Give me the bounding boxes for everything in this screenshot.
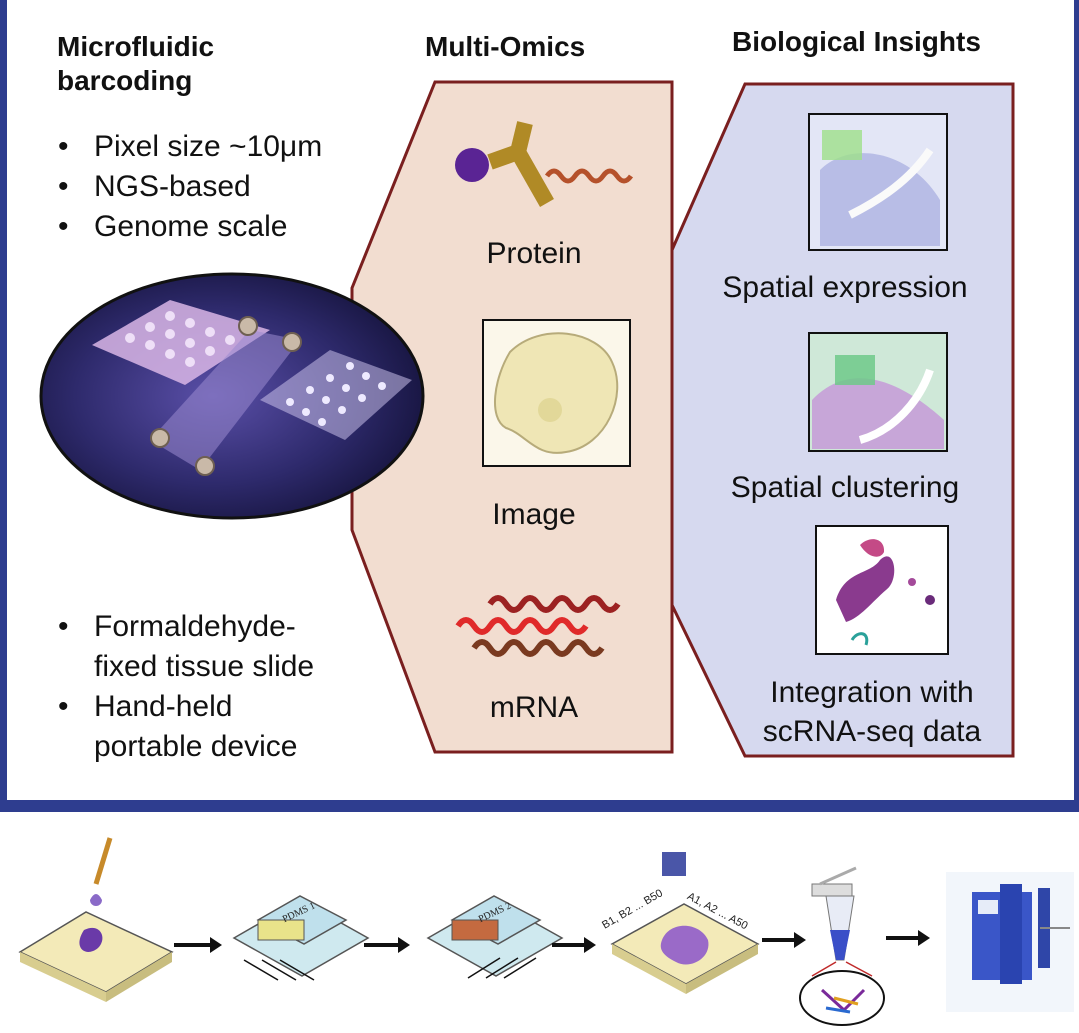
microfluidic-device-photo: [39, 272, 425, 520]
note-line: fixed tissue slide: [94, 650, 315, 683]
sequencer-icon: [946, 872, 1074, 1012]
list-item: NGS-based: [56, 167, 322, 207]
list-item: Hand-held portable device: [56, 687, 314, 767]
spatial-expression-image: [808, 113, 948, 251]
arrow-icon: [552, 937, 596, 953]
biological-insights-title: Biological Insights: [732, 26, 981, 57]
list-item: Formaldehyde- fixed tissue slide: [56, 607, 314, 687]
omics-label-image: Image: [492, 498, 576, 531]
insight-label-spatial-clustering: Spatial clustering: [730, 471, 960, 504]
tube-icon: [811, 866, 857, 961]
workflow-step-tissue-slide: [18, 911, 174, 1002]
microfluidic-barcoding-title: Microfluidic barcoding: [57, 30, 214, 98]
label-line: Integration with: [770, 676, 974, 709]
insight-label-integration: Integration with scRNA-seq data: [722, 673, 1022, 751]
title-line: barcoding: [57, 65, 193, 96]
spatial-clustering-image: [808, 332, 948, 452]
label-line: scRNA-seq data: [762, 715, 982, 748]
list-item: Genome scale: [56, 207, 322, 247]
note-line: Formaldehyde-: [94, 610, 296, 643]
note-line: portable device: [94, 730, 298, 763]
multi-omics-title: Multi-Omics: [425, 31, 586, 62]
arrow-icon: [886, 930, 930, 946]
workflow-step-barcoded-tissue: [610, 852, 760, 994]
arrow-icon: [762, 932, 806, 948]
list-item: Pixel size ~10μm: [56, 127, 322, 167]
frame-left-border: [0, 0, 7, 800]
protein-icon: [455, 121, 634, 207]
workflow-step-pdms1: [232, 895, 370, 981]
tissue-image-icon: [482, 319, 631, 467]
omics-label-protein: Protein: [486, 237, 582, 270]
integration-umap-image: [815, 525, 949, 655]
arrow-icon: [174, 937, 222, 953]
note-line: Hand-held: [94, 690, 233, 723]
omics-label-mrna: mRNA: [489, 691, 579, 724]
feature-list: Pixel size ~10μm NGS-based Genome scale: [56, 127, 322, 247]
dropper-icon: [90, 837, 113, 906]
title-line: Microfluidic: [57, 31, 215, 62]
insight-label-spatial-expression: Spatial expression: [722, 271, 968, 304]
device-notes-list: Formaldehyde- fixed tissue slide Hand-he…: [56, 607, 314, 767]
workflow-step-pdms2: [426, 895, 564, 979]
cdna-magnified-icon: [799, 961, 885, 1026]
mrna-icon: [455, 595, 621, 657]
arrow-icon: [364, 937, 410, 953]
frame-right-border: [1074, 0, 1079, 800]
section-divider: [0, 800, 1079, 812]
